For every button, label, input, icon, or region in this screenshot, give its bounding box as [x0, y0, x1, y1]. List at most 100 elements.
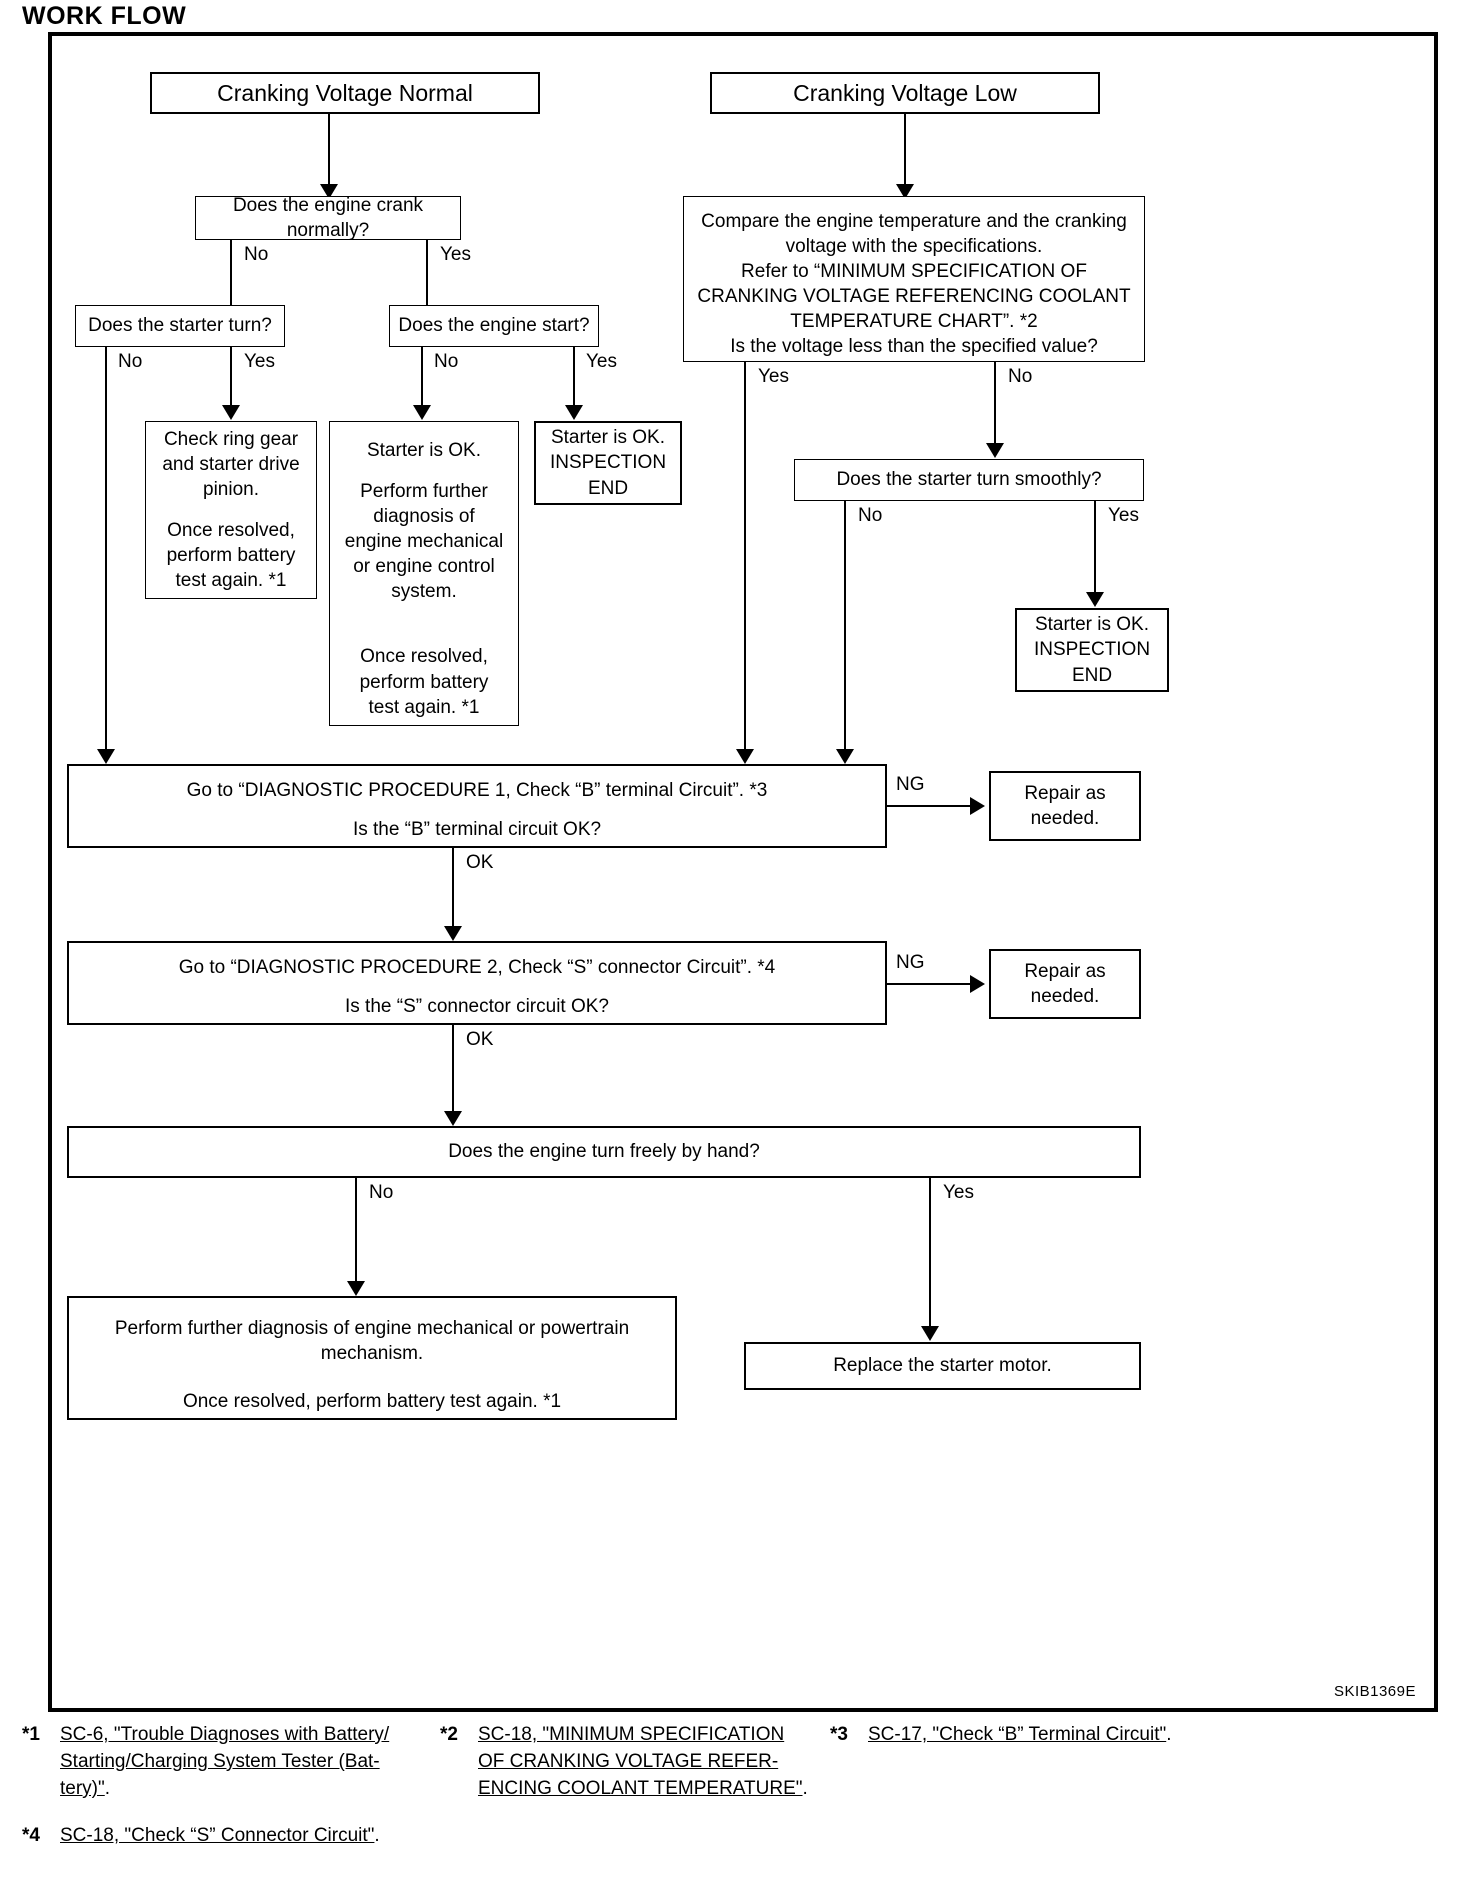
footnote-1-line-1: SC-6, "Trouble Diagnoses with Battery/ [60, 1724, 390, 1745]
connector-starter-turn-yes [230, 347, 232, 409]
edge-label-smooth-no: No [858, 505, 883, 526]
footnote-3-line-1: SC-17, "Check “B” Terminal Circuit" [868, 1724, 1167, 1745]
ring-gear-line-5: perform battery [166, 545, 296, 567]
ring-gear-line-1: Check ring gear [163, 428, 299, 450]
perform-line-1: Perform further diagnosis of engine mech… [114, 1318, 630, 1339]
starter-ok-end2-line-3: END [1071, 664, 1113, 686]
ring-gear-line-3: pinion. [203, 478, 259, 500]
node-replace-starter-motor: Replace the starter motor. [744, 1342, 1141, 1390]
arrow-turn-freely-no [347, 1281, 365, 1296]
edge-label-starter-turn-yes: Yes [244, 351, 275, 372]
arrow-voltage-no [986, 443, 1004, 458]
starter-ok-diag-line-4: engine mechanical [344, 531, 504, 553]
edge-label-dp2-ng: NG [896, 952, 925, 973]
connector-engine-start-yes [573, 347, 575, 409]
footnote-2-tail: . [802, 1777, 808, 1799]
footnote-3-text[interactable]: SC-17, "Check “B” Terminal Circuit". [868, 1722, 1172, 1749]
footnote-4-text[interactable]: SC-18, "Check “S” Connector Circuit". [60, 1823, 380, 1850]
footnote-2-text[interactable]: SC-18, "MINIMUM SPECIFICATION OF CRANKIN… [478, 1722, 808, 1803]
starter-ok-end2-line-2: INSPECTION [1033, 639, 1151, 661]
node-does-engine-start: Does the engine start? [389, 305, 599, 347]
footnote-2: *2 SC-18, "MINIMUM SPECIFICATION OF CRAN… [440, 1722, 830, 1803]
footnote-3: *3 SC-17, "Check “B” Terminal Circuit". [830, 1722, 1430, 1749]
footnote-3-mark: *3 [830, 1724, 848, 1745]
starter-ok-end-line-3: END [587, 477, 629, 499]
starter-ok-diag-line-5: or engine control [353, 556, 495, 578]
starter-ok-diag-line-9: test again. *1 [368, 696, 480, 718]
repair1-line-2: needed. [1030, 808, 1100, 829]
starter-ok-diag-line-6: system. [391, 581, 457, 603]
compare-line-5: TEMPERATURE CHART”. *2 [790, 311, 1038, 333]
footnote-1-text[interactable]: SC-6, "Trouble Diagnoses with Battery/ S… [60, 1722, 389, 1803]
edge-label-smooth-yes: Yes [1108, 505, 1139, 526]
connector-dp1-ok [452, 848, 454, 930]
node-label: Does the engine start? [398, 315, 590, 337]
edge-label-voltage-no: No [1008, 366, 1033, 387]
repair1-line-1: Repair as [1024, 782, 1106, 804]
starter-ok-end-line-1: Starter is OK. [550, 427, 666, 449]
repair2-line-2: needed. [1030, 986, 1100, 1007]
edge-label-voltage-yes: Yes [758, 366, 789, 387]
connector-low-to-compare [904, 114, 906, 188]
arrow-engine-start-yes [565, 405, 583, 420]
compare-line-4: CRANKING VOLTAGE REFERENCING COOLANT [697, 286, 1131, 308]
footnote-2-line-1: SC-18, "MINIMUM SPECIFICATION [478, 1724, 785, 1745]
footnote-2-line-3: ENCING COOLANT TEMPERATURE" [478, 1777, 803, 1799]
connector-dp1-ng [887, 805, 975, 807]
node-label: Does the starter turn smoothly? [836, 469, 1102, 491]
work-flow-diagram-frame: Cranking Voltage Normal Cranking Voltage… [48, 32, 1438, 1712]
connector-crank-no [230, 240, 232, 320]
edge-label-turn-freely-no: No [369, 1182, 394, 1203]
connector-crank-yes [426, 240, 428, 320]
arrow-starter-turn-no-to-dp1 [97, 749, 115, 764]
connector-voltage-yes [744, 362, 746, 753]
page-title: WORK FLOW [22, 2, 187, 30]
node-compare-temperature: Compare the engine temperature and the c… [683, 196, 1145, 362]
arrow-starter-turn-yes [222, 405, 240, 420]
edge-label-dp1-ng: NG [896, 774, 925, 795]
arrow-smooth-no [836, 749, 854, 764]
footnote-3-tail: . [1166, 1724, 1172, 1745]
diagram-code: SKIB1369E [1333, 1683, 1416, 1700]
footnote-1-line-2: Starting/Charging System Tester (Bat- [60, 1750, 380, 1772]
arrow-low-to-compare [896, 184, 914, 199]
arrow-dp2-ok [444, 1111, 462, 1126]
starter-ok-diag-line-7: Once resolved, [360, 646, 488, 668]
edge-label-crank-no: No [244, 244, 269, 265]
footnote-4-mark: *4 [22, 1824, 40, 1846]
node-engine-crank-normally: Does the engine crank normally? [195, 194, 461, 241]
starter-ok-end-line-2: INSPECTION [549, 452, 667, 474]
arrow-engine-start-no [413, 405, 431, 420]
footnote-4-tail: . [374, 1824, 380, 1846]
connector-starter-turn-no [105, 347, 107, 753]
connector-engine-start-no [421, 347, 423, 409]
compare-line-1: Compare the engine temperature and the c… [701, 211, 1127, 232]
connector-dp2-ng [887, 983, 975, 985]
ring-gear-line-6: test again. *1 [175, 570, 287, 592]
perform-line-2: mechanism. [320, 1343, 424, 1365]
edge-label-dp1-ok: OK [466, 852, 494, 873]
footnotes: *1 SC-6, "Trouble Diagnoses with Battery… [22, 1722, 1452, 1850]
dp1-line-1: Go to “DIAGNOSTIC PROCEDURE 1, Check “B”… [186, 780, 768, 801]
connector-dp2-ok [452, 1025, 454, 1115]
edge-label-starter-turn-no: No [118, 351, 143, 372]
starter-ok-diag-line-8: perform battery [359, 671, 489, 693]
connector-smooth-no [844, 501, 846, 753]
footnote-4-line-1: SC-18, "Check “S” Connector Circuit" [60, 1824, 375, 1846]
arrow-dp2-ng [970, 975, 985, 993]
node-does-starter-turn: Does the starter turn? [75, 305, 285, 347]
node-label: Does the engine crank normally? [232, 194, 424, 241]
footnote-1-mark: *1 [22, 1724, 40, 1745]
footnote-1: *1 SC-6, "Trouble Diagnoses with Battery… [22, 1722, 440, 1803]
compare-line-3: Refer to “MINIMUM SPECIFICATION OF [741, 261, 1087, 283]
starter-ok-diag-line-2: Perform further [360, 481, 488, 503]
compare-question: Is the voltage less than the specified v… [730, 336, 1098, 358]
edge-label-crank-yes: Yes [440, 244, 471, 265]
node-starter-ok-inspection-end-right: Starter is OK. INSPECTION END [1015, 608, 1169, 692]
connector-normal-to-crank [328, 114, 330, 188]
node-repair-as-needed-2: Repair as needed. [989, 949, 1141, 1019]
node-starter-turn-smoothly: Does the starter turn smoothly? [794, 459, 1144, 501]
footnote-1-tail: . [104, 1777, 111, 1799]
compare-line-2: voltage with the specifications. [785, 236, 1043, 258]
node-label: Replace the starter motor. [833, 1355, 1052, 1377]
